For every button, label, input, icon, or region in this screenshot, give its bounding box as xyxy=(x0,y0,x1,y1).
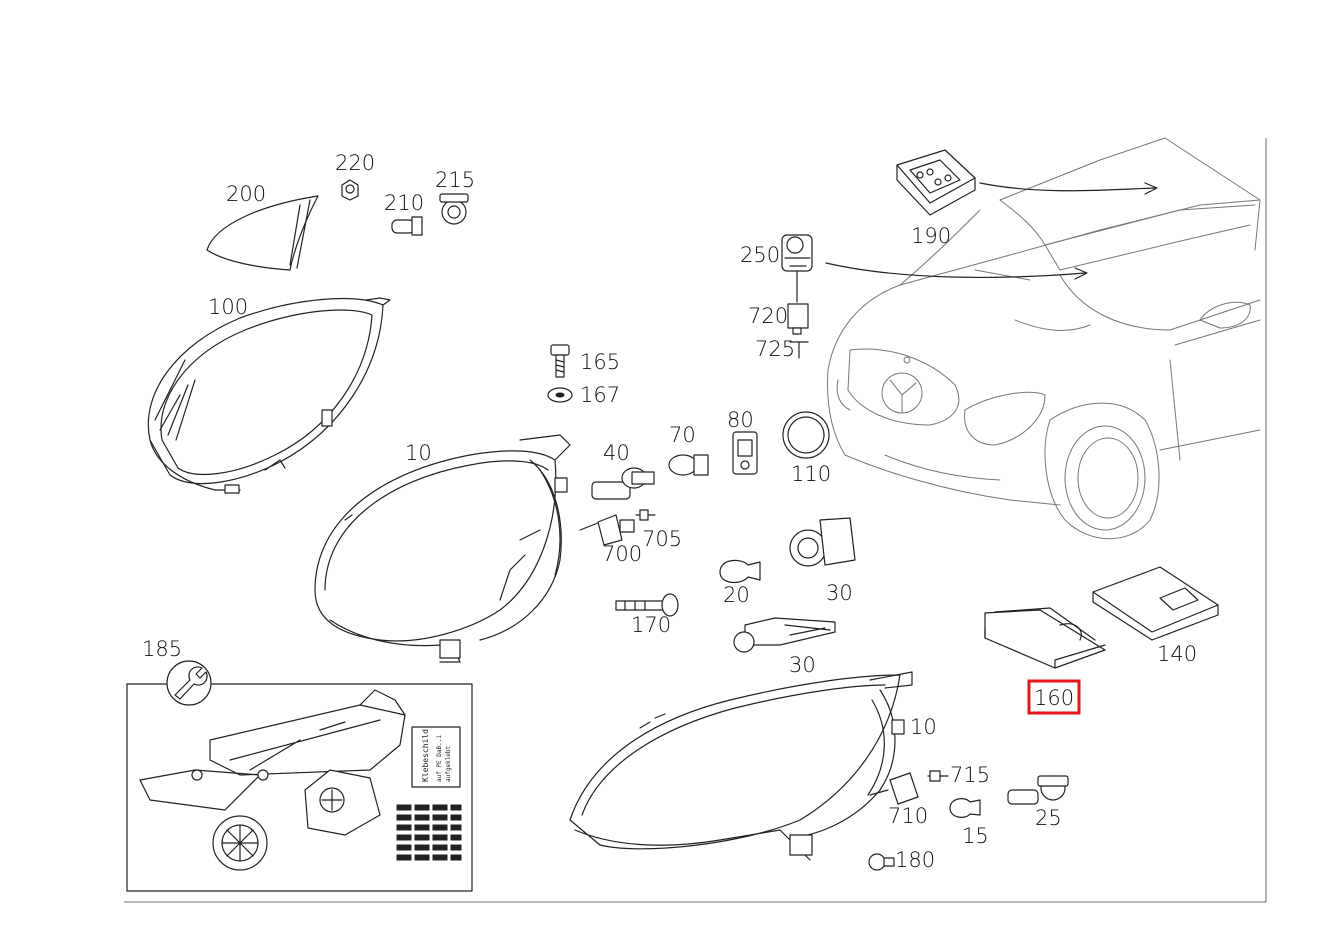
connector-710[interactable] xyxy=(889,772,919,805)
part-label-110[interactable]: 110 xyxy=(791,462,831,486)
arrow-250-to-vehicle xyxy=(825,262,1086,278)
control-module-190[interactable] xyxy=(896,149,976,216)
part-label-720[interactable]: 720 xyxy=(748,304,788,328)
vehicle-outline xyxy=(827,137,1261,540)
washer-167[interactable] xyxy=(547,387,573,403)
headlamp-frame-100[interactable] xyxy=(147,297,391,494)
pin-715[interactable] xyxy=(927,770,949,782)
connector-30-lower[interactable] xyxy=(733,617,836,653)
part-label-80[interactable]: 80 xyxy=(727,408,754,432)
part-label-30-upper[interactable]: 30 xyxy=(826,581,853,605)
pin-705[interactable] xyxy=(635,509,656,521)
label-sticker: Klebeschild auf PE DaB..i aufgeklebt xyxy=(411,726,461,788)
nut-220[interactable] xyxy=(341,179,359,201)
socket-80[interactable] xyxy=(732,431,758,475)
part-label-190[interactable]: 190 xyxy=(911,224,951,248)
small-fastener-set xyxy=(396,804,462,861)
part-label-15[interactable]: 15 xyxy=(962,824,989,848)
part-label-715[interactable]: 715 xyxy=(950,763,990,787)
part-label-200[interactable]: 200 xyxy=(226,182,266,206)
wrench-badge xyxy=(166,660,212,706)
bulb-15[interactable] xyxy=(949,798,981,818)
mounting-bracket[interactable] xyxy=(209,689,406,776)
part-label-140[interactable]: 140 xyxy=(1157,642,1197,666)
kit-box-185: Klebeschild auf PE DaB..i aufgeklebt xyxy=(126,660,473,892)
screw-180[interactable] xyxy=(868,853,895,871)
bolt-170[interactable] xyxy=(615,593,679,617)
part-label-215[interactable]: 215 xyxy=(435,168,475,192)
headlamp-assembly-10-upper[interactable] xyxy=(314,434,599,663)
part-label-220[interactable]: 220 xyxy=(335,151,375,175)
part-label-10-lower[interactable]: 10 xyxy=(910,715,937,739)
part-label-165[interactable]: 165 xyxy=(580,350,620,374)
part-label-210[interactable]: 210 xyxy=(384,191,424,215)
wrench-icon xyxy=(174,666,208,700)
highlight-box-160 xyxy=(1027,679,1081,715)
part-label-705[interactable]: 705 xyxy=(642,527,682,551)
part-label-100[interactable]: 100 xyxy=(208,295,248,319)
part-label-725[interactable]: 725 xyxy=(755,337,795,361)
bulb-20[interactable] xyxy=(719,559,761,583)
part-label-160[interactable]: 160 xyxy=(1034,686,1074,710)
sticker-line-1: auf PE DaB..i xyxy=(436,735,443,782)
part-label-25[interactable]: 25 xyxy=(1035,806,1062,830)
connector-700[interactable] xyxy=(597,514,635,546)
part-label-40[interactable]: 40 xyxy=(603,441,630,465)
arrow-190-to-vehicle xyxy=(979,182,1156,192)
part-label-170[interactable]: 170 xyxy=(631,613,671,637)
part-label-185[interactable]: 185 xyxy=(142,637,182,661)
part-label-710[interactable]: 710 xyxy=(888,804,928,828)
socket-215[interactable] xyxy=(439,193,469,225)
control-unit-160[interactable] xyxy=(984,607,1106,669)
clip-725[interactable] xyxy=(789,341,809,359)
arrow-head-icon xyxy=(1074,267,1088,280)
part-number-labels: 200 220 210 215 100 10 165 167 40 70 80 … xyxy=(142,151,1197,872)
part-label-180[interactable]: 180 xyxy=(895,848,935,872)
headlamp-assembly-10-lower[interactable] xyxy=(569,671,913,861)
connector-720[interactable] xyxy=(787,303,809,335)
part-label-250[interactable]: 250 xyxy=(740,243,780,267)
part-label-167[interactable]: 167 xyxy=(580,383,620,407)
adjuster-knob[interactable] xyxy=(304,769,381,836)
adjuster-mechanism[interactable] xyxy=(139,769,269,871)
bulb-210[interactable] xyxy=(391,216,423,236)
cap-110[interactable] xyxy=(782,411,830,459)
part-label-10-upper[interactable]: 10 xyxy=(405,441,432,465)
part-label-30-lower[interactable]: 30 xyxy=(789,653,816,677)
cover-cap-200[interactable] xyxy=(206,195,319,271)
bulb-40[interactable] xyxy=(591,467,655,500)
part-label-700[interactable]: 700 xyxy=(602,542,642,566)
sticker-title: Klebeschild xyxy=(421,729,430,782)
sticker-line-2: aufgeklebt xyxy=(445,745,452,782)
control-unit-140[interactable] xyxy=(1092,566,1219,641)
socket-30-upper[interactable] xyxy=(789,517,856,567)
arrow-head-icon xyxy=(1144,182,1158,195)
screw-165[interactable] xyxy=(550,344,570,378)
part-label-70[interactable]: 70 xyxy=(669,423,696,447)
kit-box-frame xyxy=(126,683,473,892)
bulb-70[interactable] xyxy=(668,454,709,476)
bulb-socket-25[interactable] xyxy=(1007,775,1069,805)
actuator-250[interactable] xyxy=(781,234,813,272)
part-label-20[interactable]: 20 xyxy=(723,583,750,607)
